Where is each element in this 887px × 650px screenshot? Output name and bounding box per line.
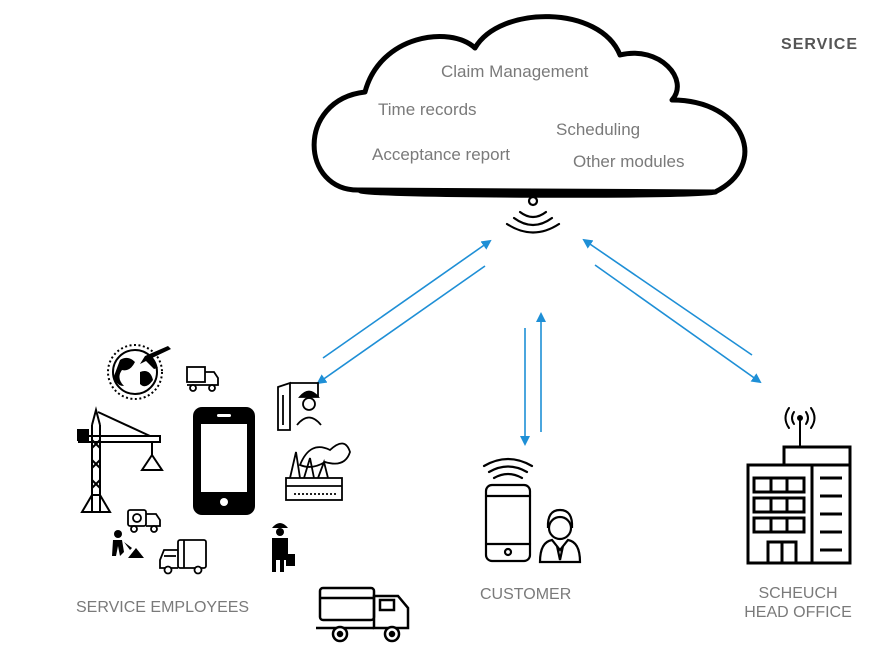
arrow-cloud-to-employees bbox=[316, 265, 486, 385]
arrow-employees-to-cloud bbox=[322, 239, 492, 359]
service-employees-label: SERVICE EMPLOYEES bbox=[76, 599, 250, 616]
crane-icon bbox=[77, 406, 164, 513]
van-icon bbox=[159, 539, 207, 575]
delivery-truck-icon bbox=[186, 366, 219, 392]
factory-icon bbox=[285, 442, 351, 501]
construction-worker-icon bbox=[112, 530, 144, 558]
antenna-icon bbox=[784, 407, 816, 448]
wifi-signal-icon bbox=[505, 195, 561, 234]
arrow-office-to-cloud bbox=[582, 238, 753, 356]
cloud-icon bbox=[311, 14, 748, 198]
arrows bbox=[316, 238, 762, 446]
office-building-icon bbox=[746, 445, 852, 565]
cloud-module-claim-management: Claim Management bbox=[441, 62, 589, 81]
customer-person-icon bbox=[538, 508, 582, 564]
smartphone-icon bbox=[193, 407, 255, 515]
section-title: SERVICE bbox=[781, 36, 858, 53]
globe-plane-icon bbox=[107, 344, 171, 400]
cloud-module-acceptance-report: Acceptance report bbox=[372, 145, 510, 164]
big-truck-icon bbox=[316, 586, 410, 643]
office-label-line1: SCHEUCH bbox=[758, 585, 838, 602]
customer-label: CUSTOMER bbox=[480, 586, 572, 603]
arrow-cloud-to-office bbox=[594, 264, 762, 384]
office-label: SCHEUCH HEAD OFFICE bbox=[736, 584, 860, 622]
tank-truck-icon bbox=[127, 509, 161, 533]
businessman-icon bbox=[272, 523, 295, 572]
office-label-line2: HEAD OFFICE bbox=[744, 604, 852, 621]
cloud-module-other-modules: Other modules bbox=[573, 152, 685, 171]
cloud-module-scheduling: Scheduling bbox=[556, 120, 641, 139]
smartphone-wifi-icon bbox=[482, 457, 534, 563]
cloud-module-time-records: Time records bbox=[378, 100, 477, 119]
blueprint-worker-icon bbox=[277, 381, 322, 431]
